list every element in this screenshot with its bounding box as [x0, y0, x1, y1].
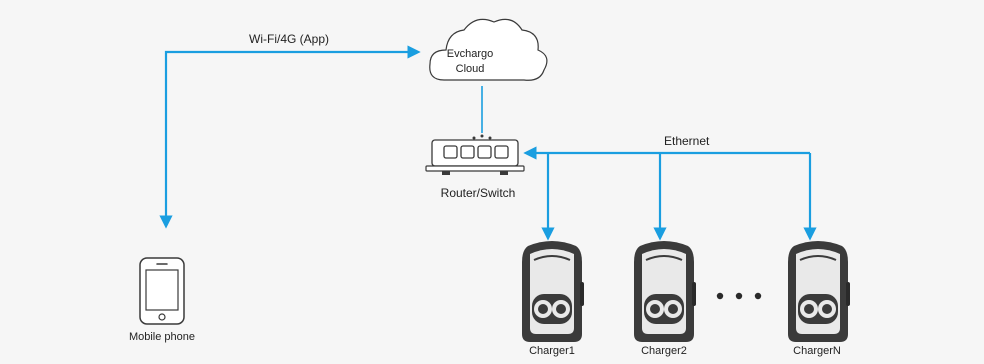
router-label: Router/Switch	[440, 186, 516, 200]
cloud-label-line1: Evchargo	[446, 48, 494, 60]
ev-charger-icon-n	[787, 240, 851, 343]
cloud-label: Evchargo Cloud	[425, 47, 515, 77]
chargerN-label: ChargerN	[793, 345, 841, 357]
router-switch-icon	[425, 134, 525, 175]
wifi-link-label: Wi-Fi/4G (App)	[249, 32, 330, 46]
ellipsis-dots	[716, 292, 762, 300]
ev-charger-icon-2	[633, 240, 697, 343]
phone-label: Mobile phone	[128, 331, 196, 343]
ev-charger-icon-1	[521, 240, 585, 343]
mobile-phone-icon	[139, 257, 185, 325]
ethernet-label: Ethernet	[664, 134, 710, 148]
charger2-label: Charger2	[641, 345, 687, 357]
cloud-icon	[429, 18, 548, 81]
wifi-link	[159, 45, 421, 229]
cloud-label-line2: Cloud	[455, 63, 485, 75]
charger1-label: Charger1	[529, 345, 575, 357]
